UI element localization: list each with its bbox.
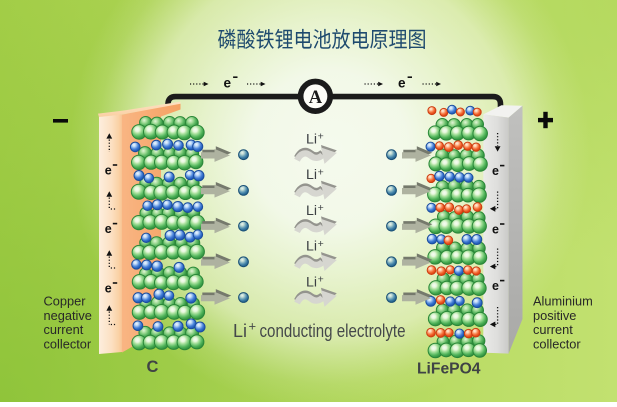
svg-text:Li: Li <box>306 203 317 219</box>
svg-text:Aluminium: Aluminium <box>533 294 593 309</box>
svg-text:Li: Li <box>306 132 317 148</box>
svg-text:A: A <box>309 88 323 108</box>
svg-text:negative: negative <box>44 308 92 323</box>
svg-text:+: + <box>318 238 324 250</box>
svg-text:Li: Li <box>306 167 317 183</box>
svg-text:e: e <box>492 279 499 293</box>
svg-text:e: e <box>105 164 112 178</box>
svg-text:Copper: Copper <box>44 294 87 309</box>
svg-text:+: + <box>318 202 324 214</box>
svg-text:e: e <box>105 282 112 296</box>
svg-text:+: + <box>318 131 324 143</box>
svg-text:e: e <box>224 76 232 91</box>
svg-text:e: e <box>398 76 406 91</box>
svg-text:+: + <box>318 274 324 286</box>
svg-text:e: e <box>105 222 112 236</box>
svg-text:positive: positive <box>533 308 576 323</box>
svg-text:Li: Li <box>306 274 317 290</box>
svg-text:Li: Li <box>233 321 247 341</box>
svg-text:current: current <box>44 322 84 337</box>
svg-text:e: e <box>492 223 499 237</box>
svg-text:Li: Li <box>306 239 317 255</box>
svg-text:LiFePO4: LiFePO4 <box>417 361 481 378</box>
svg-text:current: current <box>533 322 573 337</box>
svg-text:+: + <box>318 166 324 178</box>
svg-text:+: + <box>249 319 257 334</box>
svg-text:e: e <box>492 164 499 178</box>
svg-text:collector: collector <box>533 336 581 351</box>
svg-text:collector: collector <box>44 336 92 351</box>
svg-text:C: C <box>147 358 159 376</box>
svg-text:conducting electrolyte: conducting electrolyte <box>260 321 406 341</box>
